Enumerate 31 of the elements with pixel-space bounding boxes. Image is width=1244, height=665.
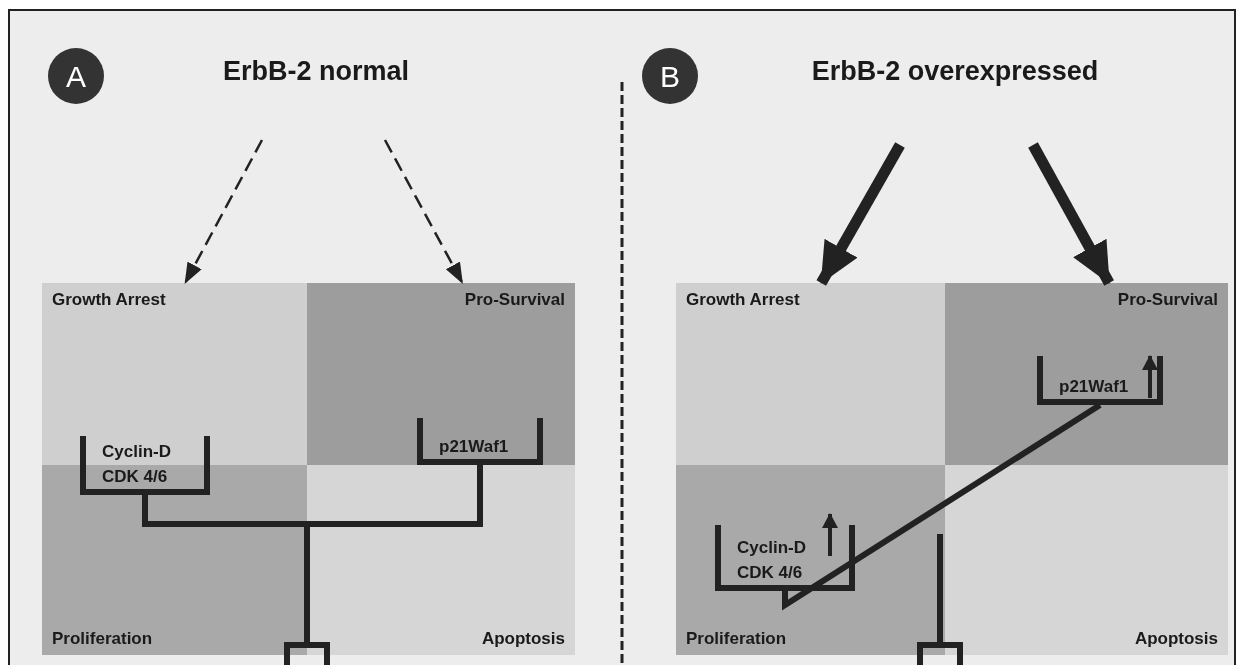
region-box	[42, 465, 307, 655]
balance-pan	[715, 525, 855, 591]
pan-label: CDK 4/6	[102, 468, 168, 485]
region-box	[42, 283, 307, 465]
balance-pan	[80, 436, 210, 495]
pan-label: CDK 4/6	[737, 564, 803, 581]
region-label: Proliferation	[52, 630, 153, 647]
pan-label: Cyclin-D	[737, 539, 806, 556]
region-label: Pro-Survival	[464, 291, 565, 308]
arrow	[1028, 142, 1114, 286]
region-box	[945, 283, 1228, 465]
region-box	[307, 283, 575, 465]
arrow	[184, 139, 264, 284]
region-label: Apoptosis	[1134, 630, 1218, 647]
pan-label: p21Waf1	[439, 438, 509, 455]
region-box	[676, 283, 945, 465]
panel-title: ErbB-2 normal	[223, 58, 409, 85]
region-label: Apoptosis	[481, 630, 565, 647]
arrow	[383, 139, 464, 284]
region-label: Proliferation	[686, 630, 787, 647]
region-box	[307, 465, 575, 655]
pan-label: Cyclin-D	[102, 443, 171, 460]
region-box	[676, 465, 945, 655]
region-label: Growth Arrest	[686, 291, 800, 308]
pan-label: p21Waf1	[1059, 378, 1129, 395]
arrow	[816, 142, 905, 286]
region-box	[945, 465, 1228, 655]
balance-pan	[1037, 356, 1163, 405]
region-label: Pro-Survival	[1117, 291, 1218, 308]
panel-title: ErbB-2 overexpressed	[811, 58, 1099, 85]
region-label: Growth Arrest	[52, 291, 166, 308]
